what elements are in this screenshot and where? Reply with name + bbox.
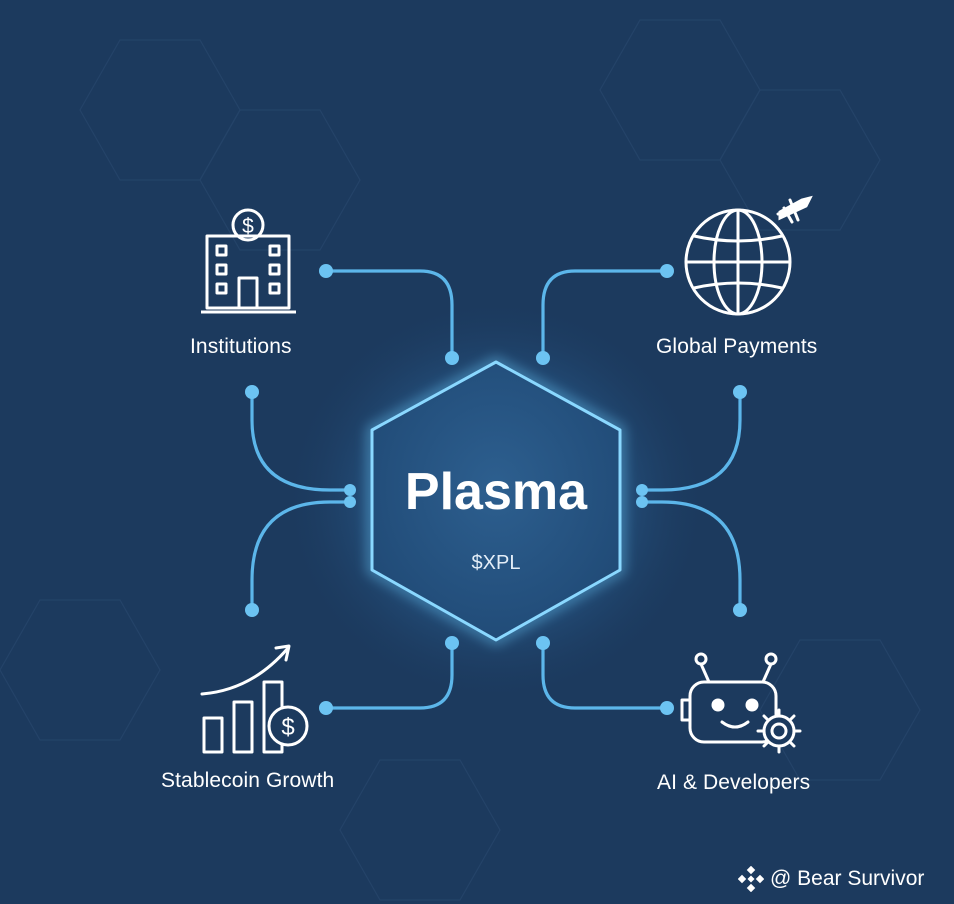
connector-institutions [324, 269, 454, 360]
watermark: @ Bear Survivor [738, 866, 924, 892]
connector-global-payments [541, 269, 669, 360]
node-label-ai-developers: AI & Developers [657, 771, 811, 794]
node-label-global-payments: Global Payments [656, 335, 818, 358]
connector-left-upper [250, 390, 349, 492]
center-title: Plasma [404, 463, 588, 521]
watermark-text: @ Bear Survivor [770, 867, 925, 890]
connector-ai [541, 641, 669, 710]
center-ticker: $XPL [471, 552, 521, 574]
svg-text:$: $ [242, 215, 254, 238]
connector-lines [250, 269, 742, 710]
connector-right-upper [643, 390, 742, 492]
node-label-stablecoin-growth: Stablecoin Growth [161, 769, 335, 792]
node-label-institutions: Institutions [190, 335, 292, 358]
svg-text:$: $ [281, 714, 294, 741]
growth-chart-icon: $ [200, 644, 309, 754]
connector-dots [245, 264, 747, 715]
connector-left-lower [250, 500, 349, 612]
center-hexagon [370, 360, 622, 642]
connector-right-lower [643, 500, 742, 612]
background-hex-pattern [0, 19, 921, 901]
robot-gear-icon [680, 652, 802, 754]
globe-airplane-icon [684, 195, 813, 316]
bank-building-icon: $ [201, 208, 296, 314]
binance-logo-icon [738, 866, 764, 892]
connector-stablecoin [324, 641, 454, 710]
